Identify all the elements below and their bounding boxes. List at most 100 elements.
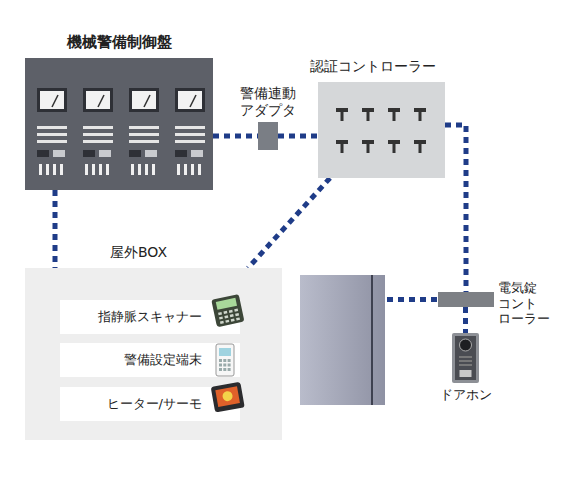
device-label: 警備設定端末 [124, 352, 202, 368]
door-lock-wire [387, 297, 437, 302]
panel-slot [37, 126, 67, 129]
panel-slot [37, 133, 67, 136]
terminal-symbol [367, 140, 370, 153]
device-box: ヒーター/サーモ [60, 387, 240, 421]
doorphone-speaker [459, 356, 472, 358]
lock-controller-box: 電気錠 コント ローラー [438, 292, 494, 307]
terminal-key [223, 364, 226, 367]
panel-slot [175, 126, 205, 129]
thermo-spot [222, 390, 234, 402]
panel-switch [92, 164, 95, 175]
doorphone-face [455, 336, 476, 380]
panel-slot [83, 140, 113, 143]
dotted-connector [248, 178, 330, 268]
terminal-symbol [419, 108, 422, 121]
node-heading: 機械警備制御盤 [25, 33, 213, 51]
terminal-screen [219, 348, 231, 356]
device-box: 警備設定端末 [60, 343, 240, 377]
scanner-screen [216, 298, 237, 310]
scanner-key [235, 313, 239, 316]
terminal-body [216, 344, 234, 376]
doorphone-frame [452, 333, 479, 383]
scanner-key [234, 309, 238, 312]
node-heading: 屋外BOX [110, 244, 167, 261]
door [300, 275, 385, 405]
terminal-key [223, 368, 226, 371]
terminal-key [223, 359, 226, 362]
scanner-key [218, 312, 222, 315]
terminal-key [219, 364, 222, 367]
scanner-key [225, 320, 229, 323]
panel-switch [177, 164, 180, 175]
panel-switch [53, 164, 56, 175]
scanner-key [224, 315, 228, 318]
terminal-symbol [393, 140, 396, 153]
node-illustration [318, 82, 445, 178]
device-label: 指静脈スキャナー [98, 309, 202, 325]
panel-button [191, 150, 203, 157]
panel-switch [191, 164, 194, 175]
panel-switch [184, 164, 187, 175]
scanner-key [223, 311, 227, 314]
scanner-key [219, 316, 223, 319]
panel-slot [175, 140, 205, 143]
gauge-needle [98, 95, 104, 107]
gauge-face [178, 91, 202, 109]
gauge-face [40, 91, 64, 109]
panel-button [129, 150, 141, 157]
terminal-symbol [341, 108, 344, 121]
panel-slot [83, 133, 113, 136]
scanner-body [211, 294, 244, 327]
scanner-key [231, 319, 235, 322]
panel-slot [129, 126, 159, 129]
gauge-frame [83, 88, 113, 112]
panel-switch [131, 164, 134, 175]
gauge-needle [144, 95, 150, 107]
panel-switch [145, 164, 148, 175]
dotted-connector [445, 125, 466, 292]
device-label: ヒーター/サーモ [107, 396, 202, 412]
panel-switch [198, 164, 201, 175]
panel-button [83, 150, 95, 157]
terminal-symbol [393, 108, 396, 121]
panel-switch [39, 164, 42, 175]
panel-switch [85, 164, 88, 175]
doorphone-camera [460, 339, 472, 351]
doorphone-speaker [459, 364, 472, 366]
adapter-box: 警備連動 アダプタ [258, 122, 278, 150]
panel-switch [106, 164, 109, 175]
doorphone: ドアホン [452, 333, 479, 383]
gauge-face [86, 91, 110, 109]
doorphone-button [460, 370, 472, 377]
thermo-screen [215, 386, 240, 407]
thermo-body [211, 382, 245, 413]
node-heading: ドアホン [438, 387, 493, 403]
dotted-connector [278, 134, 318, 139]
panel-button [145, 150, 157, 157]
panel-switch [152, 164, 155, 175]
gauge-needle [190, 95, 196, 107]
gauge-frame [37, 88, 67, 112]
gauge-frame [175, 88, 205, 112]
terminal-key [228, 368, 231, 371]
terminal-symbol [419, 140, 422, 153]
dotted-connector [53, 190, 58, 268]
panel-slot [83, 126, 113, 129]
scanner-key [236, 317, 240, 320]
scanner-key [229, 310, 233, 313]
terminal-key [228, 359, 231, 362]
scanner-key [220, 321, 224, 324]
terminal-key [228, 364, 231, 367]
panel-button [53, 150, 65, 157]
door-edge [371, 275, 373, 405]
terminal-symbol [367, 108, 370, 121]
node-heading: 警備連動 アダプタ [233, 85, 303, 119]
dotted-connector [463, 307, 468, 333]
node-illustration [452, 333, 479, 383]
panel-slot [37, 140, 67, 143]
panel-slot [129, 133, 159, 136]
doorphone-speaker [459, 360, 472, 362]
panel-slot [129, 140, 159, 143]
panel-switch [99, 164, 102, 175]
